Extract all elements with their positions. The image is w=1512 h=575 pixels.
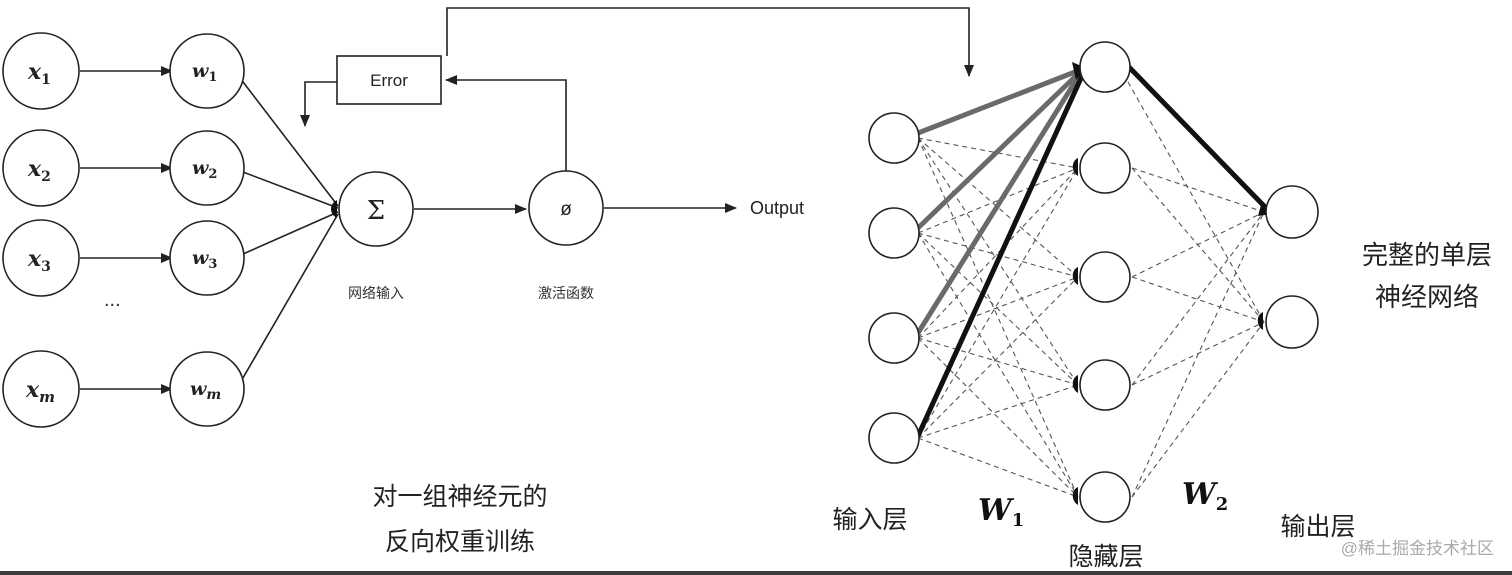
output-layer-node <box>1265 295 1319 349</box>
input-node-x3 <box>2 219 80 297</box>
output-layer-nodes <box>1265 185 1319 349</box>
input-label-x2: x2 <box>27 156 51 185</box>
output-label: Output <box>750 198 804 218</box>
network-title-line2: 神经网络 <box>1375 283 1479 313</box>
input-node-x1 <box>2 32 80 110</box>
highlighted-connections <box>915 64 1268 438</box>
left-neuron-diagram: x1 x2 x3 xm w1 w2 w3 wm ... Σ 网络输入 ø 激活函… <box>2 7 974 556</box>
hidden-layer-node <box>1079 142 1131 194</box>
dashed-connections-w2 <box>1127 81 1265 498</box>
input-nodes <box>2 32 80 428</box>
input-label-xm: xm <box>25 377 55 406</box>
weight-sum-lines <box>239 77 339 384</box>
weight-node-w2 <box>169 130 245 206</box>
input-label-x1: x1 <box>27 59 51 88</box>
weight-label-wm: wm <box>190 378 221 403</box>
bracket-arrow <box>446 7 974 77</box>
hidden-layer-node <box>1079 471 1131 523</box>
hidden-layer-node <box>1079 41 1131 93</box>
weight-label-w1: w1 <box>192 60 217 85</box>
error-box <box>336 55 442 105</box>
bottom-border <box>0 571 1512 575</box>
weight-node-w1 <box>169 33 245 109</box>
w2-label: W2 <box>1182 477 1228 515</box>
input-layer-node <box>868 312 920 364</box>
weight-node-wm <box>169 351 245 427</box>
ellipsis: ... <box>104 289 121 311</box>
input-node-x2 <box>2 129 80 207</box>
input-label-x3: x3 <box>27 246 51 275</box>
sum-symbol: Σ <box>367 196 385 226</box>
sum-connector-mark <box>331 200 337 218</box>
dashed-connections-w1 <box>917 137 1079 498</box>
left-caption-line2: 反向权重训练 <box>385 527 535 556</box>
input-layer-label: 输入层 <box>832 505 907 534</box>
error-label: Error <box>370 71 408 90</box>
hidden-layer-nodes <box>1079 41 1131 523</box>
error-feedback-arrow <box>300 81 337 127</box>
sum-caption: 网络输入 <box>348 285 404 301</box>
weight-label-w3: w3 <box>192 247 217 272</box>
hidden-layer-label: 隐藏层 <box>1068 542 1143 571</box>
left-caption-line1: 对一组神经元的 <box>372 482 547 511</box>
weight-nodes <box>169 33 245 427</box>
sum-node <box>338 171 414 247</box>
network-title-line1: 完整的单层 <box>1362 241 1492 271</box>
weight-node-w3 <box>169 220 245 296</box>
input-layer-node <box>868 412 920 464</box>
input-layer-node <box>868 112 920 164</box>
weight-label-w2: w2 <box>192 157 217 182</box>
right-network-diagram: 输入层 隐藏层 输出层 W1 W2 完整的单层 神经网络 <box>832 41 1492 571</box>
output-layer-node <box>1265 185 1319 239</box>
watermark: @稀土掘金技术社区 <box>1341 539 1494 558</box>
activation-caption: 激活函数 <box>538 285 594 301</box>
input-node-xm <box>2 350 80 428</box>
hidden-layer-node <box>1079 251 1131 303</box>
input-layer-nodes <box>868 112 920 464</box>
w1-label: W1 <box>978 493 1024 531</box>
input-weight-arrows <box>80 66 173 394</box>
activation-symbol: ø <box>560 199 572 220</box>
activation-error-arrow <box>445 75 567 171</box>
hidden-layer-node <box>1079 359 1131 411</box>
input-layer-node <box>868 207 920 259</box>
output-layer-label: 输出层 <box>1280 512 1355 541</box>
